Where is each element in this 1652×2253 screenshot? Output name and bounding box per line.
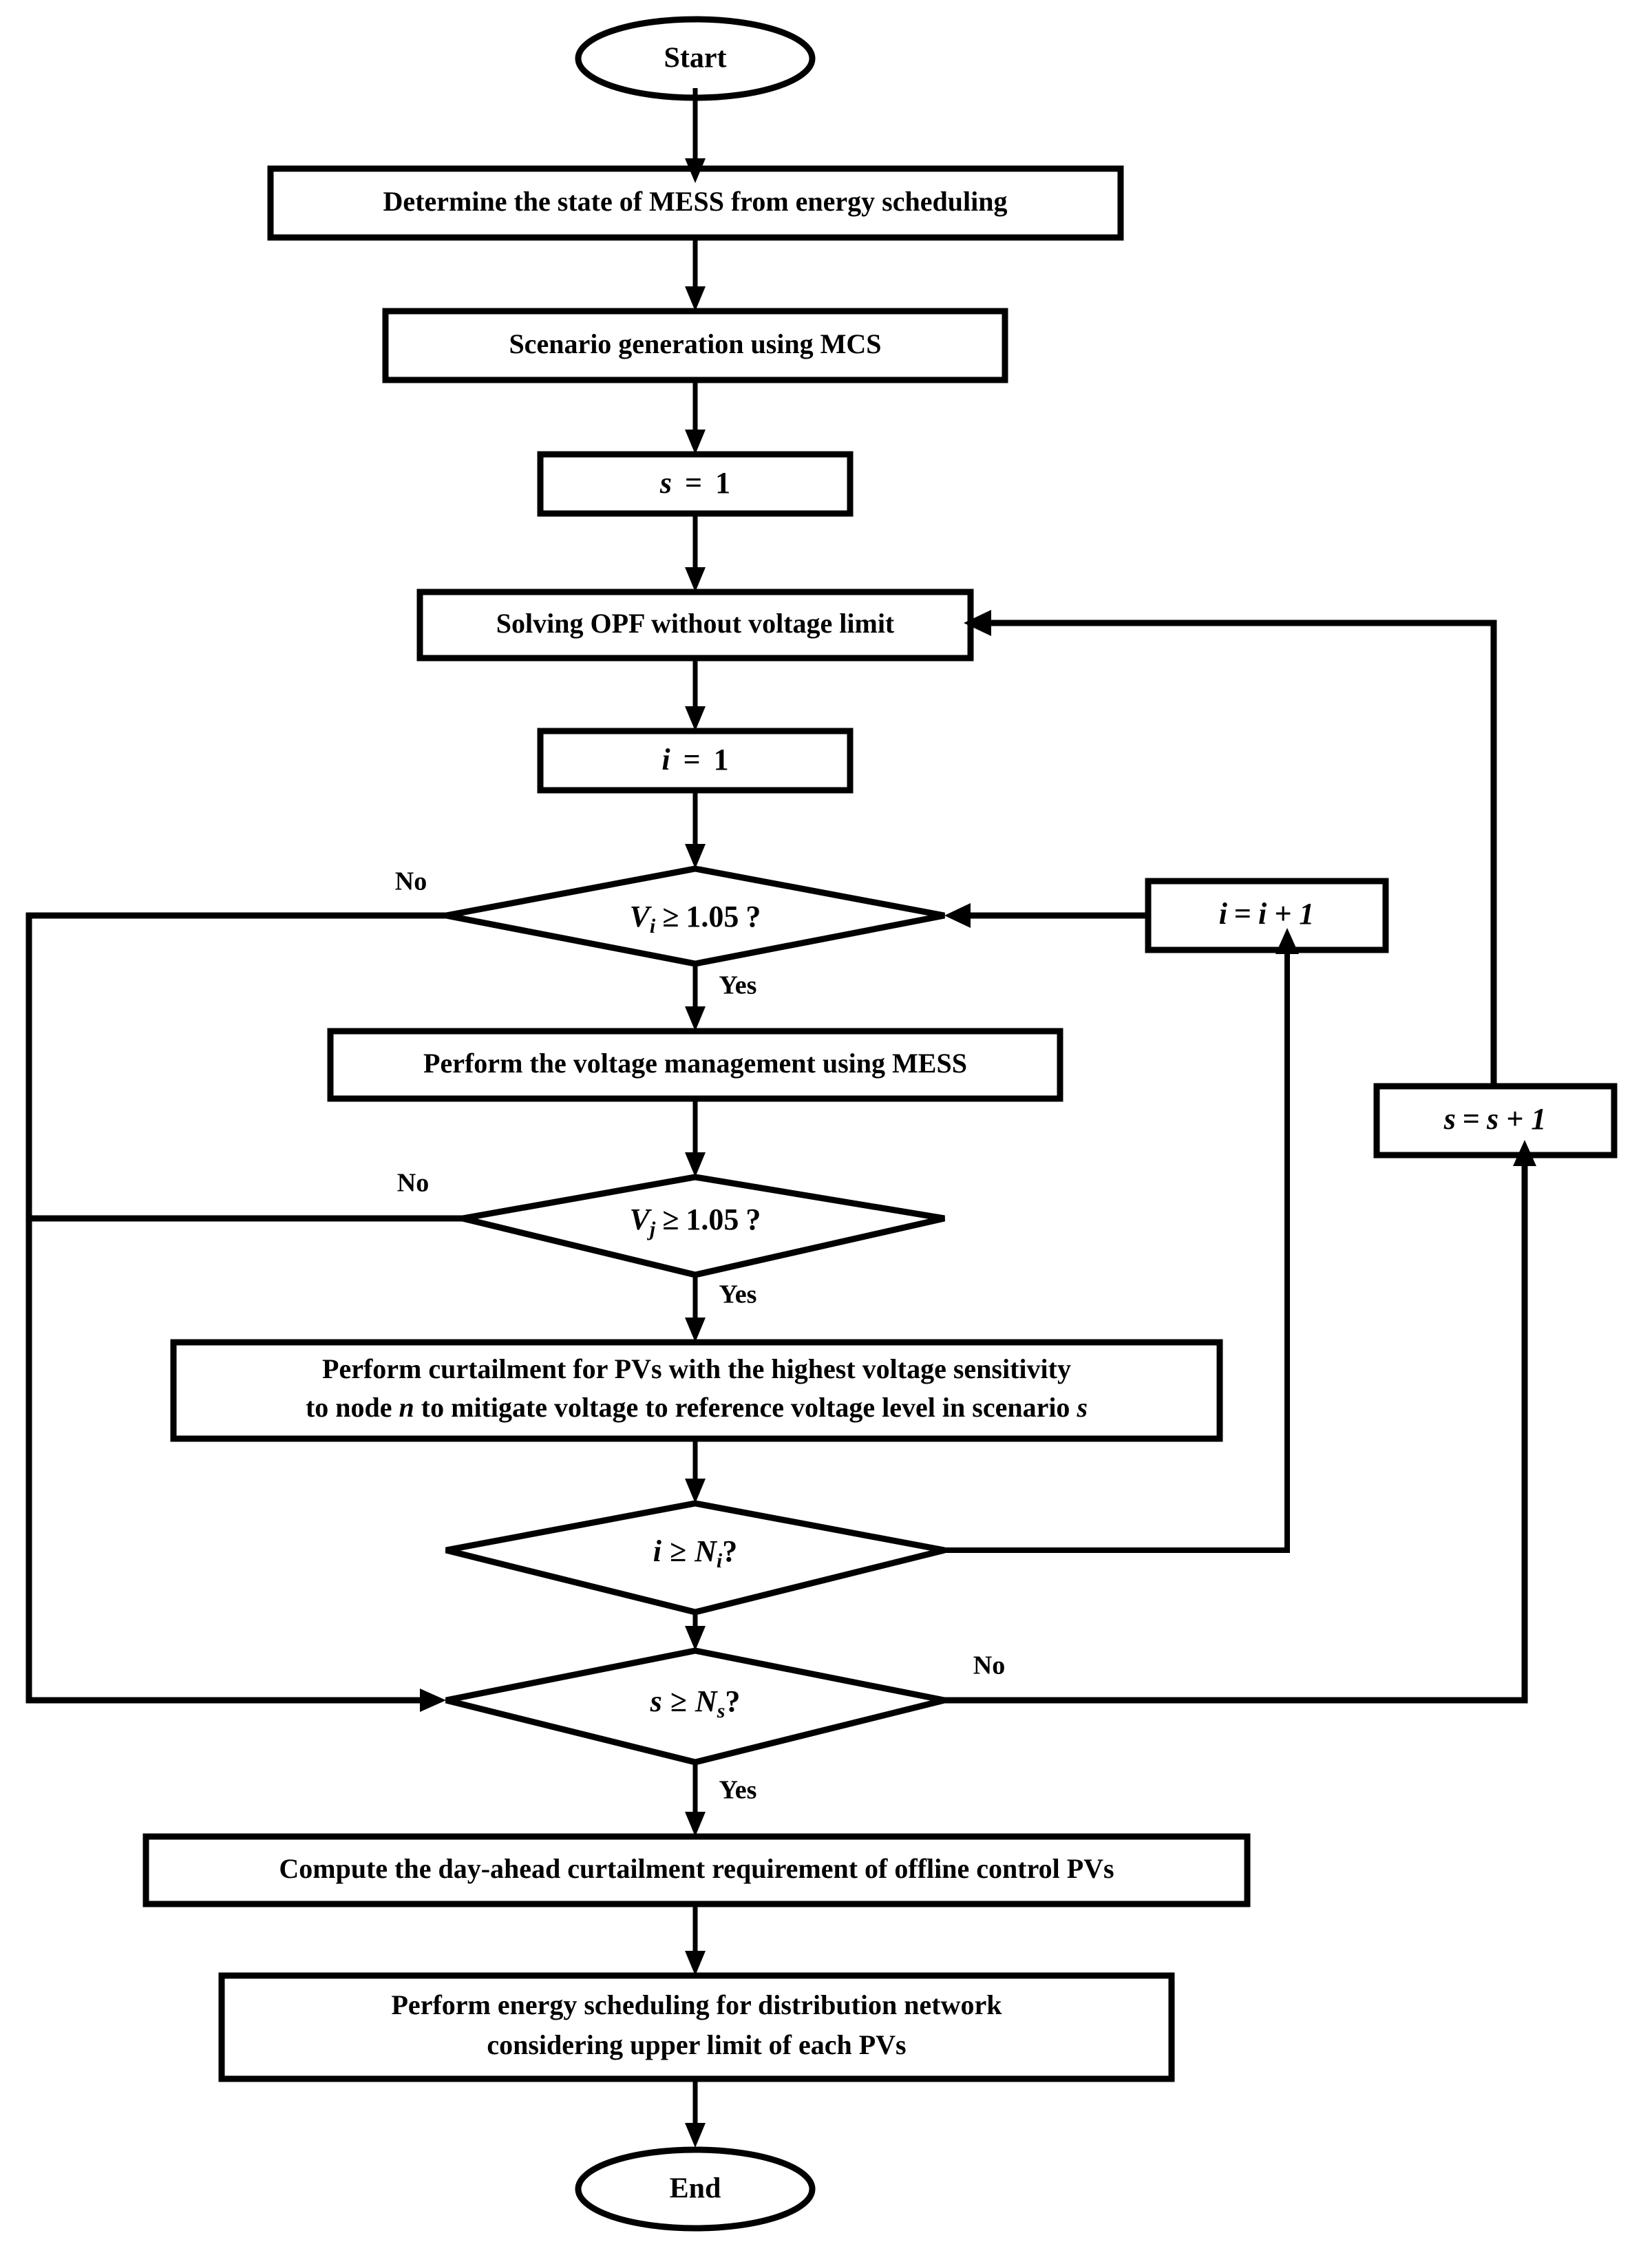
node-end[interactable]: End (575, 2146, 816, 2232)
node-determine-state-label: Determine the state of MESS from energy … (383, 186, 1008, 217)
edge-decision-vi-no-rail (25, 912, 446, 1704)
arrowhead-increment-s-to-solve-opf (964, 610, 991, 636)
arrowhead-determine-to-scenario (685, 286, 706, 311)
node-scenario-generation-label: Scenario generation using MCS (509, 328, 881, 359)
node-energy-scheduling-line2: considering upper limit of each PVs (487, 2029, 906, 2060)
edge-label-ns-no: No (973, 1651, 1005, 1680)
arrowhead-decision-ni-to-decision-ns (685, 1626, 706, 1651)
node-energy-scheduling[interactable]: Perform energy scheduling for distributi… (218, 1972, 1175, 2082)
arrowhead-energy-scheduling-to-end (685, 2123, 706, 2148)
node-energy-scheduling-line1: Perform energy scheduling for distributi… (392, 1989, 1003, 2020)
arrowhead-curtailment-to-decision-ni (685, 1479, 706, 1503)
node-init-i[interactable]: i = 1 (537, 728, 854, 794)
node-voltage-mgmt[interactable]: Perform the voltage management using MES… (327, 1028, 1063, 1102)
node-curtailment-line2: to node n to mitigate voltage to referen… (306, 1392, 1088, 1423)
node-determine-state[interactable]: Determine the state of MESS from energy … (267, 165, 1124, 241)
arrowhead-voltage-mgmt-to-decision-vj (685, 1152, 706, 1177)
arrowhead-left-rail-to-decision-ns (420, 1689, 446, 1712)
node-decision-ni[interactable]: i≥Ni? (445, 1500, 946, 1616)
connectors (25, 88, 1536, 2148)
node-decision-ns[interactable]: s≥Ns? (445, 1647, 946, 1766)
node-decision-vi[interactable]: Vi≥1.05? (445, 865, 945, 967)
node-curtailment[interactable]: Perform curtailment for PVs with the hig… (170, 1339, 1223, 1442)
node-increment-i[interactable]: i=i + 1 (1145, 878, 1389, 953)
edge-labels: No Yes No Yes No Yes (395, 867, 1005, 1805)
node-solve-opf[interactable]: Solving OPF without voltage limit (416, 589, 974, 662)
arrowhead-scenario-to-init-s (685, 430, 706, 454)
edge-decision-ns-no-to-increment-s (944, 1156, 1528, 1704)
node-scenario-generation[interactable]: Scenario generation using MCS (382, 308, 1008, 383)
arrowhead-decision-vi-yes (685, 1006, 706, 1031)
node-decision-vj[interactable]: Vj≥1.05? (461, 1174, 945, 1278)
node-start-label: Start (664, 43, 727, 74)
node-decision-vi-label: Vi≥1.05? (630, 900, 761, 938)
node-init-s[interactable]: s = 1 (537, 451, 854, 517)
arrowhead-decision-vj-yes (685, 1318, 706, 1342)
arrowhead-init-s-to-solve-opf (685, 567, 706, 592)
node-init-s-label: s = 1 (659, 466, 730, 500)
node-decision-ns-label: s≥Ns? (650, 1684, 741, 1722)
arrowhead-init-i-to-decision-vi (685, 844, 706, 869)
node-compute-dayahead[interactable]: Compute the day-ahead curtailment requir… (142, 1833, 1251, 1907)
node-compute-dayahead-label: Compute the day-ahead curtailment requir… (279, 1853, 1114, 1884)
edge-label-vj-yes: Yes (719, 1280, 757, 1309)
node-curtailment-line1: Perform curtailment for PVs with the hig… (322, 1353, 1071, 1384)
edge-label-vi-yes: Yes (719, 971, 757, 1000)
edge-increment-s-to-solve-opf (984, 620, 1497, 1086)
node-end-label: End (670, 2173, 721, 2205)
arrowhead-solve-opf-to-init-i (685, 706, 706, 731)
node-decision-vj-label: Vj≥1.05? (630, 1203, 761, 1240)
node-solve-opf-label: Solving OPF without voltage limit (496, 608, 895, 639)
node-increment-s[interactable]: s=s + 1 (1373, 1083, 1618, 1159)
node-voltage-mgmt-label: Perform the voltage management using MES… (423, 1048, 967, 1079)
edge-label-ns-yes: Yes (719, 1776, 757, 1805)
node-init-i-label: i = 1 (661, 743, 728, 776)
node-decision-ni-label: i≥Ni? (653, 1534, 738, 1572)
edge-label-vi-no: No (395, 867, 427, 896)
node-increment-i-label: i=i + 1 (1219, 897, 1315, 931)
arrowhead-decision-ns-yes (685, 1812, 706, 1837)
edge-label-vj-no: No (397, 1169, 429, 1198)
edge-decision-ni-no-to-increment-i (944, 944, 1290, 1553)
arrowhead-compute-to-energy-scheduling (685, 1951, 706, 1976)
arrowhead-increment-i-to-decision-vi (944, 903, 971, 928)
node-increment-s-label: s=s + 1 (1443, 1102, 1546, 1136)
node-start[interactable]: Start (575, 16, 816, 101)
